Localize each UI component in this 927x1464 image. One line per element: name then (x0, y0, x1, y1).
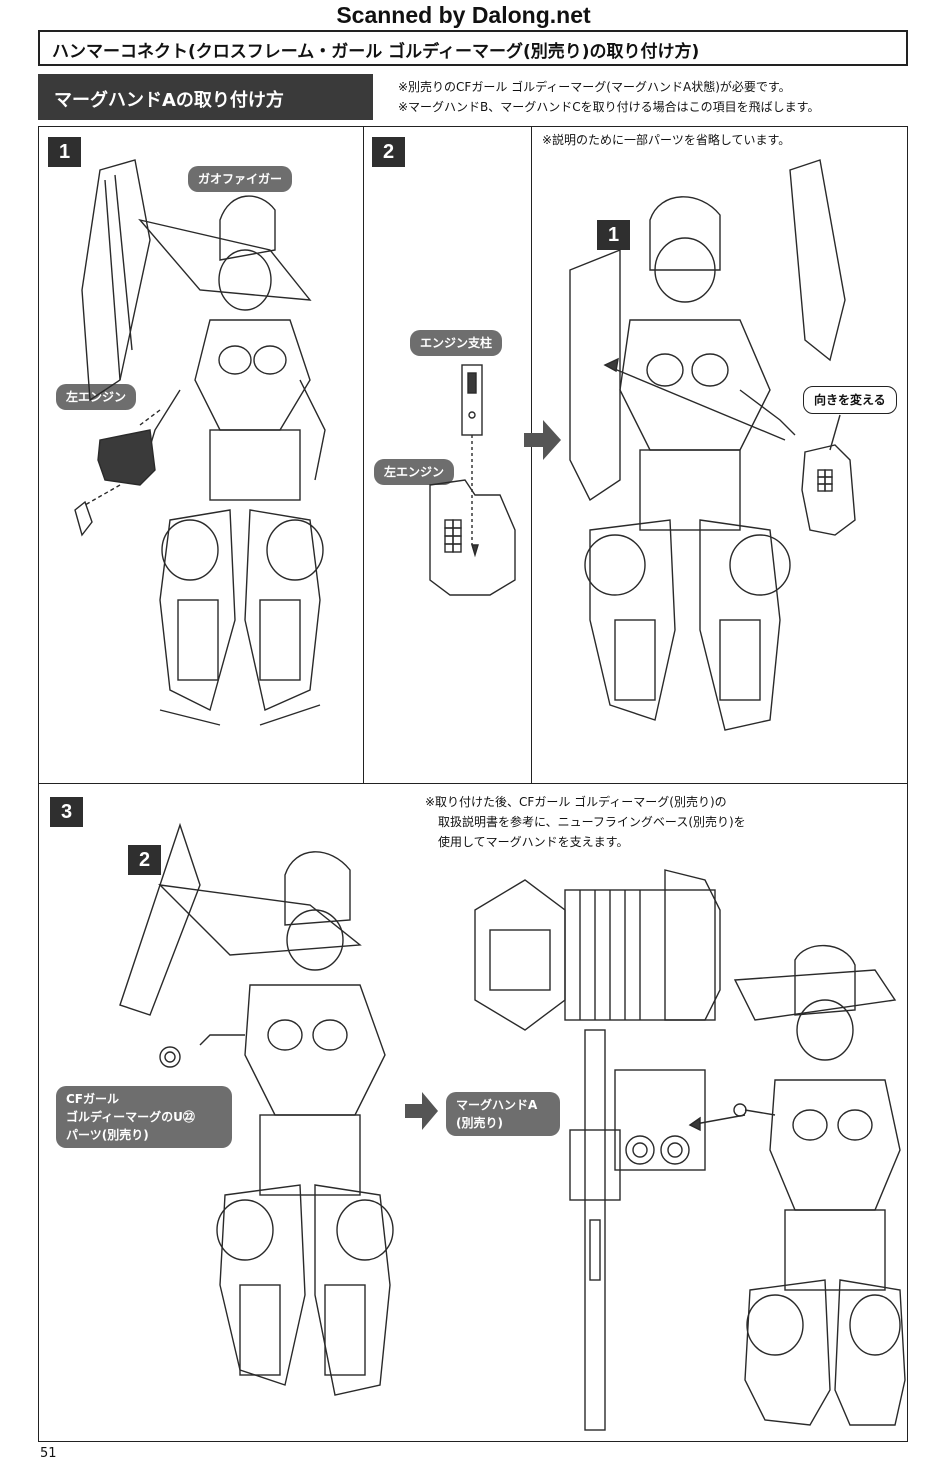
ref-step-1-marker: 1 (597, 220, 630, 250)
page-title: ハンマーコネクト(クロスフレーム・ガール ゴルディーマーグ(別売り)の取り付け方… (52, 42, 700, 62)
hammer-marg-hand-illustration (474, 869, 721, 1431)
cf-callout-line2: ゴルディーマーグのU㉒ (66, 1110, 195, 1124)
cf-callout-line3: パーツ(別売り) (66, 1128, 149, 1142)
label-marg-hand-a: マーグハンドA (別売り) (446, 1092, 560, 1136)
divider-step1-2 (363, 126, 364, 784)
section-heading-bar: マーグハンドAの取り付け方 (38, 74, 373, 120)
step2-flow-arrow-head (543, 420, 561, 460)
robot-illustration-step3-left (119, 822, 394, 1396)
label-engine-strut: エンジン支柱 (410, 330, 503, 356)
step3-flow-arrow-body (405, 1104, 423, 1118)
page-number: 51 (40, 1446, 57, 1461)
support-note-line1: ※取り付けた後、CFガール ゴルディーマーグ(別売り)の (425, 795, 727, 809)
divider-step2-inner (531, 126, 532, 784)
step-number-1: 1 (48, 137, 81, 167)
support-note-line2: 取扱説明書を参考に、ニューフライングベース(別売り)を (438, 815, 746, 829)
label-left-engine-step1: 左エンジン (56, 384, 137, 410)
title-box: ハンマーコネクト(クロスフレーム・ガール ゴルディーマーグ(別売り)の取り付け方… (38, 30, 908, 66)
step-number-3: 3 (50, 797, 83, 827)
section-heading: マーグハンドAの取り付け方 (54, 90, 284, 111)
step-number-2: 2 (372, 137, 405, 167)
omission-note: ※説明のために一部パーツを省略しています。 (542, 133, 791, 147)
robot-illustration-step2 (569, 159, 856, 731)
label-change-direction: 向きを変える (803, 386, 897, 414)
marg-callout-line2: (別売り) (456, 1116, 503, 1130)
panel-bottom-frame (38, 783, 908, 1442)
step3-flow-arrow-head (422, 1092, 438, 1130)
watermark: Scanned by Dalong.net (336, 2, 591, 28)
skip-note: ※マーグハンドB、マーグハンドCを取り付ける場合はこの項目を飛ばします。 (398, 100, 820, 114)
robot-illustration-step1 (74, 159, 326, 726)
robot-illustration-step3-right (733, 944, 906, 1426)
requirement-note: ※別売りのCFガール ゴルディーマーグ(マーグハンドA状態)が必要です。 (398, 80, 791, 94)
marg-callout-line1: マーグハンドA (456, 1098, 538, 1112)
label-gaofighgar: ガオファイガー (188, 166, 293, 192)
label-cf-girl-u22-part: CFガール ゴルディーマーグのU㉒ パーツ(別売り) (56, 1086, 232, 1148)
step2-flow-arrow-body (524, 433, 544, 447)
cf-callout-line1: CFガール (66, 1092, 120, 1106)
label-left-engine-step2: 左エンジン (374, 459, 455, 485)
ref-step-2-marker: 2 (128, 845, 161, 875)
engine-strut-diagram (429, 364, 516, 596)
connection-arrow-step3 (688, 1114, 746, 1132)
support-note-line3: 使用してマーグハンドを支えます。 (438, 835, 629, 849)
